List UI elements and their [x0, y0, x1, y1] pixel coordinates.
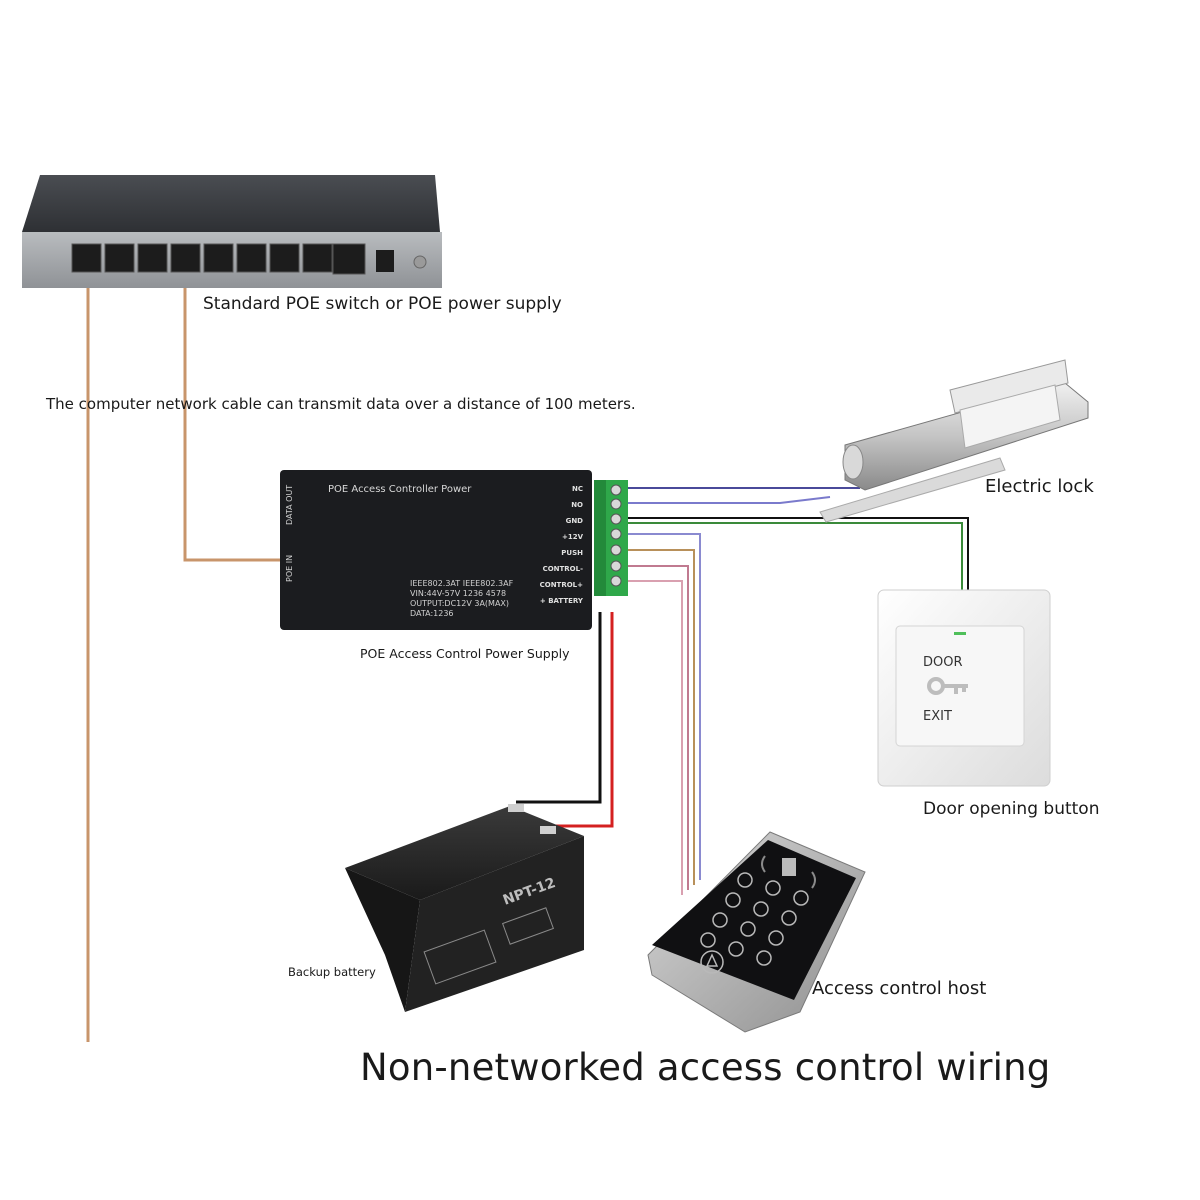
poe-switch: [22, 175, 442, 288]
electric-lock: [819, 359, 1089, 523]
switch-label: Standard POE switch or POE power supply: [203, 294, 562, 314]
psu-label: POE Access Control Power Supply: [360, 646, 570, 661]
lock-label: Electric lock: [985, 476, 1094, 497]
keypad-buttons: [700, 872, 809, 966]
ground-screw: [413, 255, 427, 269]
cable-note: The computer network cable can transmit …: [46, 395, 636, 413]
exit-button-top-text: DOOR: [923, 655, 963, 670]
terminal-label: +12V: [562, 533, 584, 541]
psu-spec-line: DATA:1236: [410, 609, 454, 618]
terminal-label: PUSH: [561, 549, 583, 557]
terminal-label: NC: [572, 485, 583, 493]
rfid-icon: [761, 855, 816, 889]
switch-port-group: [71, 243, 366, 275]
battery-label: Backup battery: [288, 965, 376, 979]
lock-wires: [626, 487, 860, 504]
psu-data-out: DATA OUT: [285, 485, 294, 525]
dc-jack: [376, 250, 394, 272]
psu-spec-line: VIN:44V-57V 1236 4578: [410, 589, 506, 598]
terminal-block: [594, 480, 628, 596]
exit-button-bottom-text: EXIT: [923, 709, 952, 724]
terminal-label: NO: [571, 501, 583, 509]
terminal-label: + BATTERY: [540, 597, 584, 605]
exit-button-device: DOOR EXIT: [877, 589, 1051, 787]
button-label: Door opening button: [923, 799, 1100, 819]
diagram-title: Non-networked access control wiring: [360, 1046, 1051, 1089]
button-wires: [626, 517, 969, 590]
psu-terminal-labels: NC NO GND +12V PUSH CONTROL- CONTROL+ + …: [540, 485, 584, 605]
psu-spec-line: OUTPUT:DC12V 3A(MAX): [410, 599, 509, 608]
backup-battery-device: NPT-12: [345, 804, 584, 1012]
psu-spec-line: IEEE802.3AT IEEE802.3AF: [410, 579, 514, 588]
access-control-host-device: [647, 831, 866, 1033]
terminal-label: CONTROL-: [543, 565, 584, 573]
battery-wires: [516, 612, 614, 828]
bell-icon: [700, 950, 724, 974]
terminal-label: CONTROL+: [540, 581, 584, 589]
network-cable-to-psu: [183, 262, 283, 562]
host-wires: [626, 533, 701, 895]
psu-poe-in: POE IN: [285, 555, 294, 582]
host-label: Access control host: [812, 978, 987, 999]
poe-power-supply: POE Access Controller Power DATA OUT POE…: [280, 470, 628, 630]
key-icon: [927, 677, 968, 695]
psu-spec-lines: IEEE802.3AT IEEE802.3AF VIN:44V-57V 1236…: [410, 579, 514, 618]
psu-device-name: POE Access Controller Power: [328, 484, 472, 495]
terminal-label: GND: [566, 517, 584, 525]
